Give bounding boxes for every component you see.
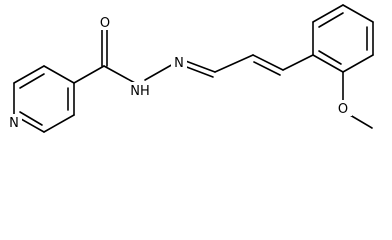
pyridine-nitrogen-label: N bbox=[9, 116, 19, 131]
ether-oxygen-label: O bbox=[338, 102, 348, 117]
bond bbox=[43, 65, 75, 84]
amide-nh-label: NH bbox=[130, 84, 150, 99]
bond bbox=[182, 59, 216, 73]
bond bbox=[43, 114, 75, 133]
bond bbox=[19, 73, 45, 89]
bond bbox=[318, 12, 344, 28]
bond bbox=[312, 4, 344, 23]
hydrazone-chain bbox=[73, 29, 314, 84]
bond bbox=[349, 114, 373, 129]
bond bbox=[183, 65, 214, 78]
bond bbox=[73, 65, 105, 84]
bond bbox=[318, 50, 342, 65]
imine-nitrogen-label: N bbox=[174, 56, 184, 71]
molecule-structure: N O NH N O bbox=[9, 4, 374, 133]
bond bbox=[312, 54, 344, 73]
bond bbox=[19, 111, 43, 126]
bond bbox=[13, 65, 45, 84]
bond bbox=[282, 54, 314, 71]
pyridine-ring bbox=[13, 65, 75, 133]
methoxyphenyl-ring bbox=[312, 4, 374, 129]
bond bbox=[252, 54, 284, 71]
bond bbox=[214, 54, 254, 73]
bond bbox=[144, 62, 176, 81]
bond bbox=[342, 4, 374, 23]
bond bbox=[103, 65, 136, 84]
bond bbox=[342, 54, 374, 73]
bond bbox=[253, 61, 281, 76]
carbonyl-oxygen-label: O bbox=[100, 16, 110, 31]
